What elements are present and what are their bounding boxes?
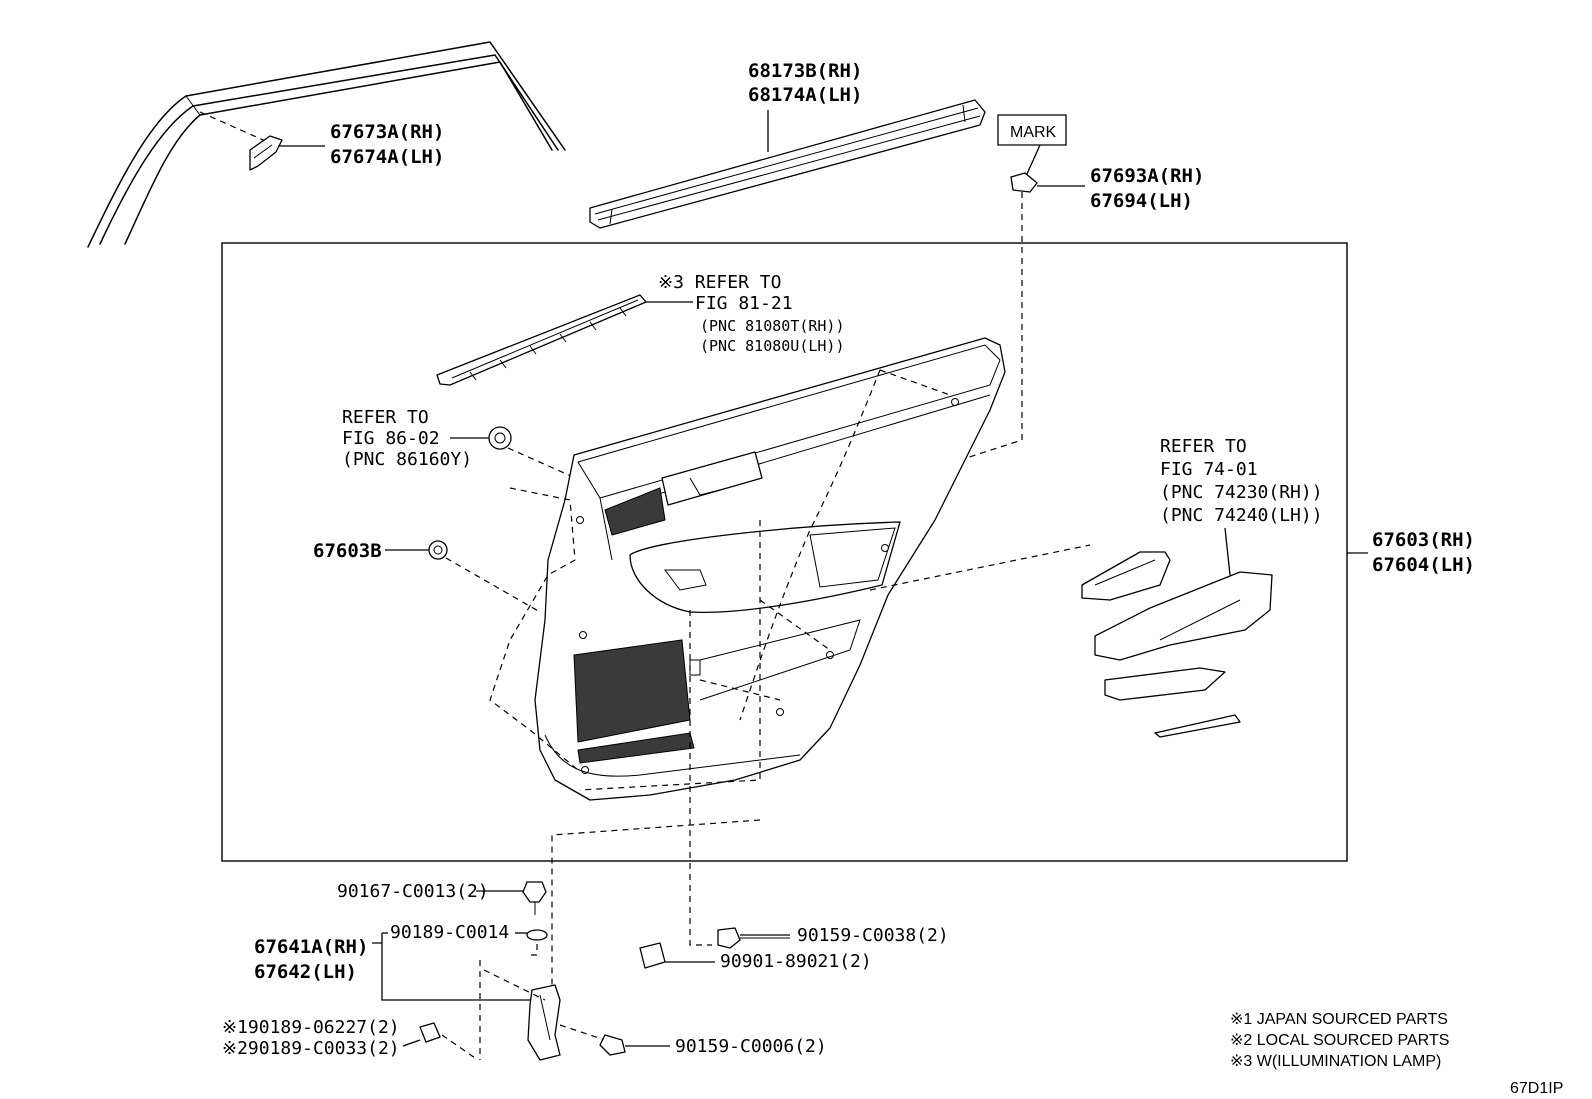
label-67673a: 67673A(RH) (330, 121, 444, 143)
panel-dashed-leaders (489, 369, 1091, 791)
legend-note-2: ※2 LOCAL SOURCED PARTS (1230, 1032, 1449, 1049)
label-68174a: 68174A(LH) (748, 84, 862, 106)
mark-callout (959, 114, 1085, 461)
label-90159-c0006: 90159-C0006(2) (675, 1036, 827, 1057)
label-67693a: 67693A(RH) (1090, 165, 1204, 187)
illumination-strip (436, 294, 693, 386)
legend-note-1: ※1 JAPAN SOURCED PARTS (1230, 1011, 1448, 1028)
label-67694: 67694(LH) (1090, 190, 1193, 212)
figure-code: 67D1IP (1510, 1080, 1563, 1097)
corner-piece-67673a (199, 111, 325, 171)
label-67604: 67604(LH) (1372, 554, 1475, 576)
armrest-parts-74-01 (1081, 527, 1273, 738)
label-67674a: 67674A(LH) (330, 146, 444, 168)
panel-group-frame (221, 242, 1348, 862)
label-67603: 67603(RH) (1372, 529, 1475, 551)
legend-notes: ※1 JAPAN SOURCED PARTS ※2 LOCAL SOURCED … (1230, 1011, 1449, 1070)
label-ref86-c: (PNC 86160Y) (342, 449, 472, 470)
label-67641a: 67641A(RH) (254, 936, 368, 958)
label-ref81-a: ※3 REFER TO (658, 272, 781, 293)
label-ref74-a: REFER TO (1160, 436, 1247, 457)
label-ref86-a: REFER TO (342, 407, 429, 428)
label-mark: MARK (1010, 124, 1057, 141)
label-ref74-c: (PNC 74230(RH)) (1160, 482, 1323, 503)
belt-weatherstrip-68173b (589, 99, 986, 229)
label-90189-c0033: ※290189-C0033(2) (222, 1038, 400, 1059)
label-90159-c0038: 90159-C0038(2) (797, 925, 949, 946)
label-67642: 67642(LH) (254, 961, 357, 983)
part-labels: 68173B(RH) 68174A(LH) 67673A(RH) 67674A(… (222, 60, 1475, 1059)
label-ref86-b: FIG 86-02 (342, 428, 440, 449)
label-ref74-b: FIG 74-01 (1160, 459, 1258, 480)
door-trim-panel (534, 337, 1006, 801)
label-ref81-c: (PNC 81080T(RH)) (700, 317, 845, 335)
speaker-clip-86-02 (450, 426, 581, 481)
label-90189-c0014: 90189-C0014 (390, 922, 509, 943)
lower-fasteners (372, 610, 790, 1061)
label-ref81-d: (PNC 81080U(LH)) (700, 337, 845, 355)
label-90167: 90167-C0013(2) (337, 881, 489, 902)
label-ref81-b: FIG 81-21 (695, 293, 793, 314)
label-90189-06227: ※190189-06227(2) (222, 1017, 400, 1038)
door-frame-outline (87, 41, 566, 248)
label-68173b: 68173B(RH) (748, 60, 862, 82)
label-ref74-d: (PNC 74240(LH)) (1160, 505, 1323, 526)
clip-67603b (385, 540, 541, 613)
legend-note-3: ※3 W(ILLUMINATION LAMP) (1230, 1053, 1441, 1070)
label-90901: 90901-89021(2) (720, 951, 872, 972)
label-67603b: 67603B (313, 540, 382, 562)
